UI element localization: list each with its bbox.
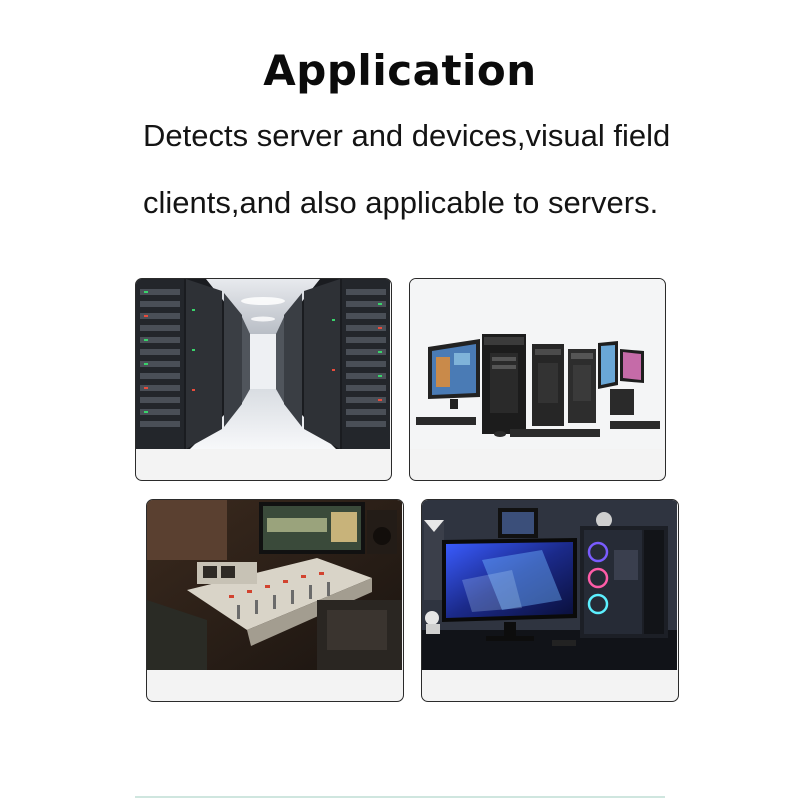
gaming-card <box>421 499 679 702</box>
description-line-1: Detects server and devices,visual field <box>143 118 671 153</box>
bottom-divider <box>135 796 665 798</box>
gaming-setup-image <box>422 500 677 670</box>
description-line-2: clients,and also applicable to servers. <box>143 185 659 220</box>
server-room-card <box>135 278 392 481</box>
server-room-image <box>136 279 390 449</box>
studio-card <box>146 499 404 702</box>
computers-card <box>409 278 666 481</box>
studio-mixer-image <box>147 500 402 670</box>
page-title: Application <box>263 46 537 95</box>
computers-lineup-image <box>410 279 664 449</box>
